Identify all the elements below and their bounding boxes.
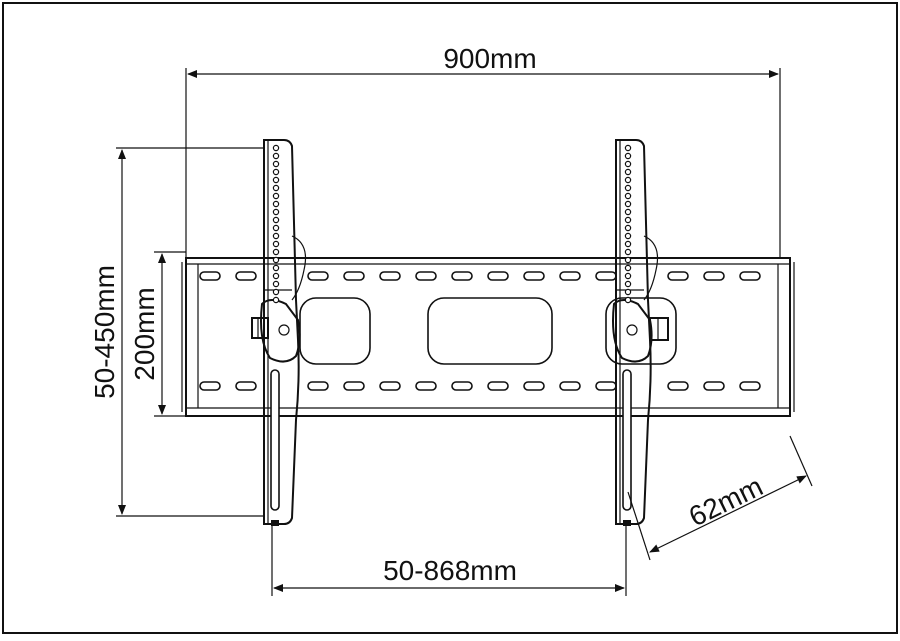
left-mount-arm: [251, 139, 307, 526]
plate-slot: [523, 271, 545, 281]
arm-hole: [272, 152, 280, 160]
arm-hole: [624, 176, 632, 184]
arm-hole: [624, 288, 632, 296]
arm-spacing-dimension: 50-868mm: [271, 524, 627, 596]
arm-hole: [624, 168, 632, 176]
left-knob: [251, 317, 269, 339]
overall-width-label: 900mm: [443, 43, 536, 74]
right-arm-holes: [624, 144, 632, 304]
arm-hole: [272, 232, 280, 240]
arm-hole: [624, 240, 632, 248]
arm-hole: [272, 144, 280, 152]
plate-height-dimension: 200mm: [129, 251, 186, 417]
arm-hole: [624, 224, 632, 232]
arm-hole: [272, 248, 280, 256]
arm-hole: [272, 280, 280, 288]
plate-slot: [307, 271, 329, 281]
arm-hole: [624, 152, 632, 160]
arm-hole: [624, 192, 632, 200]
plate-slot: [451, 381, 473, 391]
arm-hole: [624, 272, 632, 280]
plate-slot: [451, 271, 473, 281]
arm-spacing-label: 50-868mm: [383, 555, 517, 586]
plate-slot: [235, 381, 257, 391]
plate-slot: [235, 271, 257, 281]
arm-hole: [272, 272, 280, 280]
right-mount-arm: [612, 139, 669, 526]
arm-hole: [272, 192, 280, 200]
plate-slot: [487, 381, 509, 391]
plate-slot: [379, 271, 401, 281]
plate-slot: [559, 381, 581, 391]
arm-hole: [272, 240, 280, 248]
plate-slot: [667, 271, 689, 281]
arm-hole: [624, 216, 632, 224]
plate-height-label: 200mm: [129, 287, 160, 380]
top-slot-row: [199, 271, 761, 281]
arm-hole: [624, 264, 632, 272]
arm-hole: [272, 200, 280, 208]
plate-slot: [667, 381, 689, 391]
left-arm-holes: [272, 144, 280, 304]
arm-hole: [624, 296, 632, 304]
arm-hole: [272, 160, 280, 168]
plate-slot: [307, 381, 329, 391]
arm-hole: [272, 184, 280, 192]
plate-slot: [595, 381, 617, 391]
plate-slot: [703, 381, 725, 391]
plate-slot: [199, 381, 221, 391]
depth-label: 62mm: [684, 470, 768, 532]
arm-hole: [624, 248, 632, 256]
plate-slot: [487, 271, 509, 281]
arm-hole: [272, 216, 280, 224]
arm-hole: [272, 296, 280, 304]
arm-hole: [272, 224, 280, 232]
plate-slot: [343, 381, 365, 391]
plate-slot: [343, 271, 365, 281]
arm-hole: [624, 232, 632, 240]
wall-plate: [181, 257, 795, 417]
plate-slot: [595, 271, 617, 281]
arm-hole: [272, 264, 280, 272]
arm-hole: [272, 256, 280, 264]
arm-hole: [624, 280, 632, 288]
arm-hole: [272, 168, 280, 176]
plate-slot: [379, 381, 401, 391]
vertical-range-label: 50-450mm: [89, 265, 120, 399]
right-knob: [649, 317, 669, 341]
depth-dimension: 62mm: [627, 435, 813, 561]
plate-slot: [559, 271, 581, 281]
arm-hole: [624, 160, 632, 168]
plate-slot: [415, 271, 437, 281]
plate-slot: [523, 381, 545, 391]
arm-hole: [624, 144, 632, 152]
arm-hole: [624, 208, 632, 216]
plate-slot: [739, 381, 761, 391]
arm-hole: [272, 176, 280, 184]
arm-hole: [272, 288, 280, 296]
arm-hole: [624, 256, 632, 264]
arm-hole: [272, 208, 280, 216]
arm-hole: [624, 184, 632, 192]
plate-slot: [415, 381, 437, 391]
plate-slot: [703, 271, 725, 281]
arm-hole: [624, 200, 632, 208]
plate-slot: [199, 271, 221, 281]
plate-slot: [739, 271, 761, 281]
vertical-range-dimension: 50-450mm: [89, 147, 264, 517]
overall-width-dimension: 900mm: [185, 43, 781, 258]
plate-cutouts: [299, 297, 677, 365]
bottom-slot-row: [199, 381, 761, 391]
